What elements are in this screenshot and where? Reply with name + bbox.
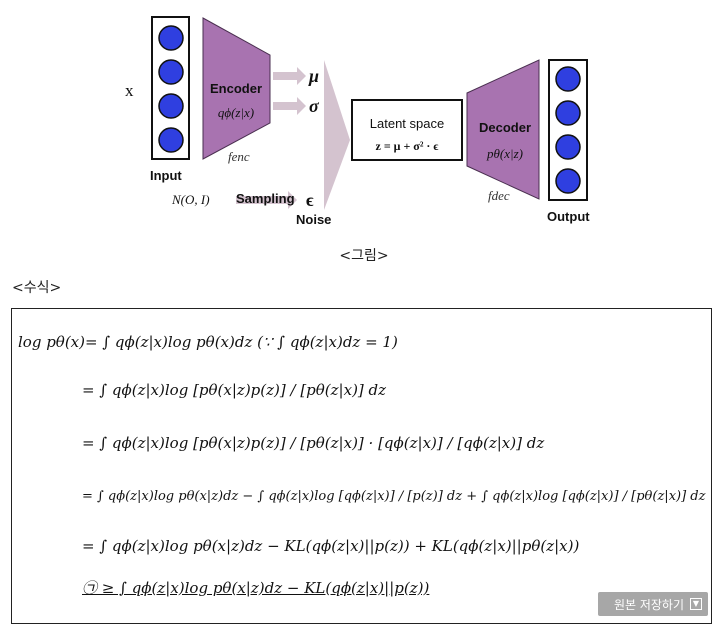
mu-symbol: μ (308, 66, 319, 86)
output-node (555, 134, 581, 160)
equation-line-2: = ∫ qϕ(z|x)log [pθ(x|z)p(z)] / [pθ(z|x)]… (82, 381, 387, 399)
latent-space-box (351, 99, 463, 161)
output-node (555, 168, 581, 194)
equation-line-3: = ∫ qϕ(z|x)log [pθ(x|z)p(z)] / [pθ(z|x)]… (82, 434, 545, 452)
decoder-block (466, 59, 540, 200)
equation-line-4: = ∫ qϕ(z|x)log pθ(x|z)dz − ∫ qϕ(z|x)log … (82, 489, 706, 504)
equation-line-5: = ∫ qϕ(z|x)log pθ(x|z)dz − KL(qϕ(z|x)||p… (82, 537, 580, 555)
sigma-symbol: σ (309, 96, 320, 116)
vae-diagram: x Input Encoder qϕ(z|x) fenc μ σ N(O, I)… (125, 16, 590, 227)
normal-distribution: N(O, I) (171, 192, 210, 207)
encoder-block (202, 17, 271, 160)
output-label: Output (547, 209, 590, 224)
input-node (158, 93, 184, 119)
latent-formula: z = μ + σ² · ϵ (376, 139, 439, 153)
mu-arrow (273, 67, 306, 85)
f-dec-label: fdec (488, 188, 510, 203)
section-label: <수식> (12, 280, 62, 296)
x-label: x (125, 81, 134, 100)
sigma-arrow (273, 97, 306, 115)
input-node (158, 59, 184, 85)
noise-label: Noise (296, 212, 331, 227)
output-node (555, 66, 581, 92)
figure-caption: <그림> (339, 248, 389, 264)
decoder-title: Decoder (479, 120, 531, 135)
encoder-title: Encoder (210, 81, 262, 96)
latent-title: Latent space (370, 116, 444, 131)
input-node (158, 127, 184, 153)
sampling-label: Sampling (236, 191, 295, 206)
input-node (158, 25, 184, 51)
input-label: Input (150, 168, 182, 183)
encoder-formula: qϕ(z|x) (218, 105, 254, 120)
decoder-formula: pθ(x|z) (486, 146, 523, 161)
save-original-label: 원본 저장하기 (613, 597, 684, 612)
epsilon-symbol: ϵ (306, 190, 314, 210)
save-original-button[interactable]: 원본 저장하기 ▼ (598, 592, 708, 616)
output-nodes (555, 66, 581, 194)
input-nodes (158, 25, 184, 153)
chevron-down-icon: ▼ (690, 598, 702, 610)
merge-arrow (324, 60, 350, 210)
equation-line-1: log pθ(x)= ∫ qϕ(z|x)log pθ(x)dz (∵ ∫ qϕ(… (18, 333, 398, 351)
output-node (555, 100, 581, 126)
sampling-arrow (236, 191, 297, 209)
equation-line-6: ㉠ ≥ ∫ qϕ(z|x)log pθ(x|z)dz − KL(qϕ(z|x)|… (82, 579, 430, 597)
formula-box: log pθ(x)= ∫ qϕ(z|x)log pθ(x)dz (∵ ∫ qϕ(… (11, 308, 712, 624)
f-enc-label: fenc (228, 149, 250, 164)
